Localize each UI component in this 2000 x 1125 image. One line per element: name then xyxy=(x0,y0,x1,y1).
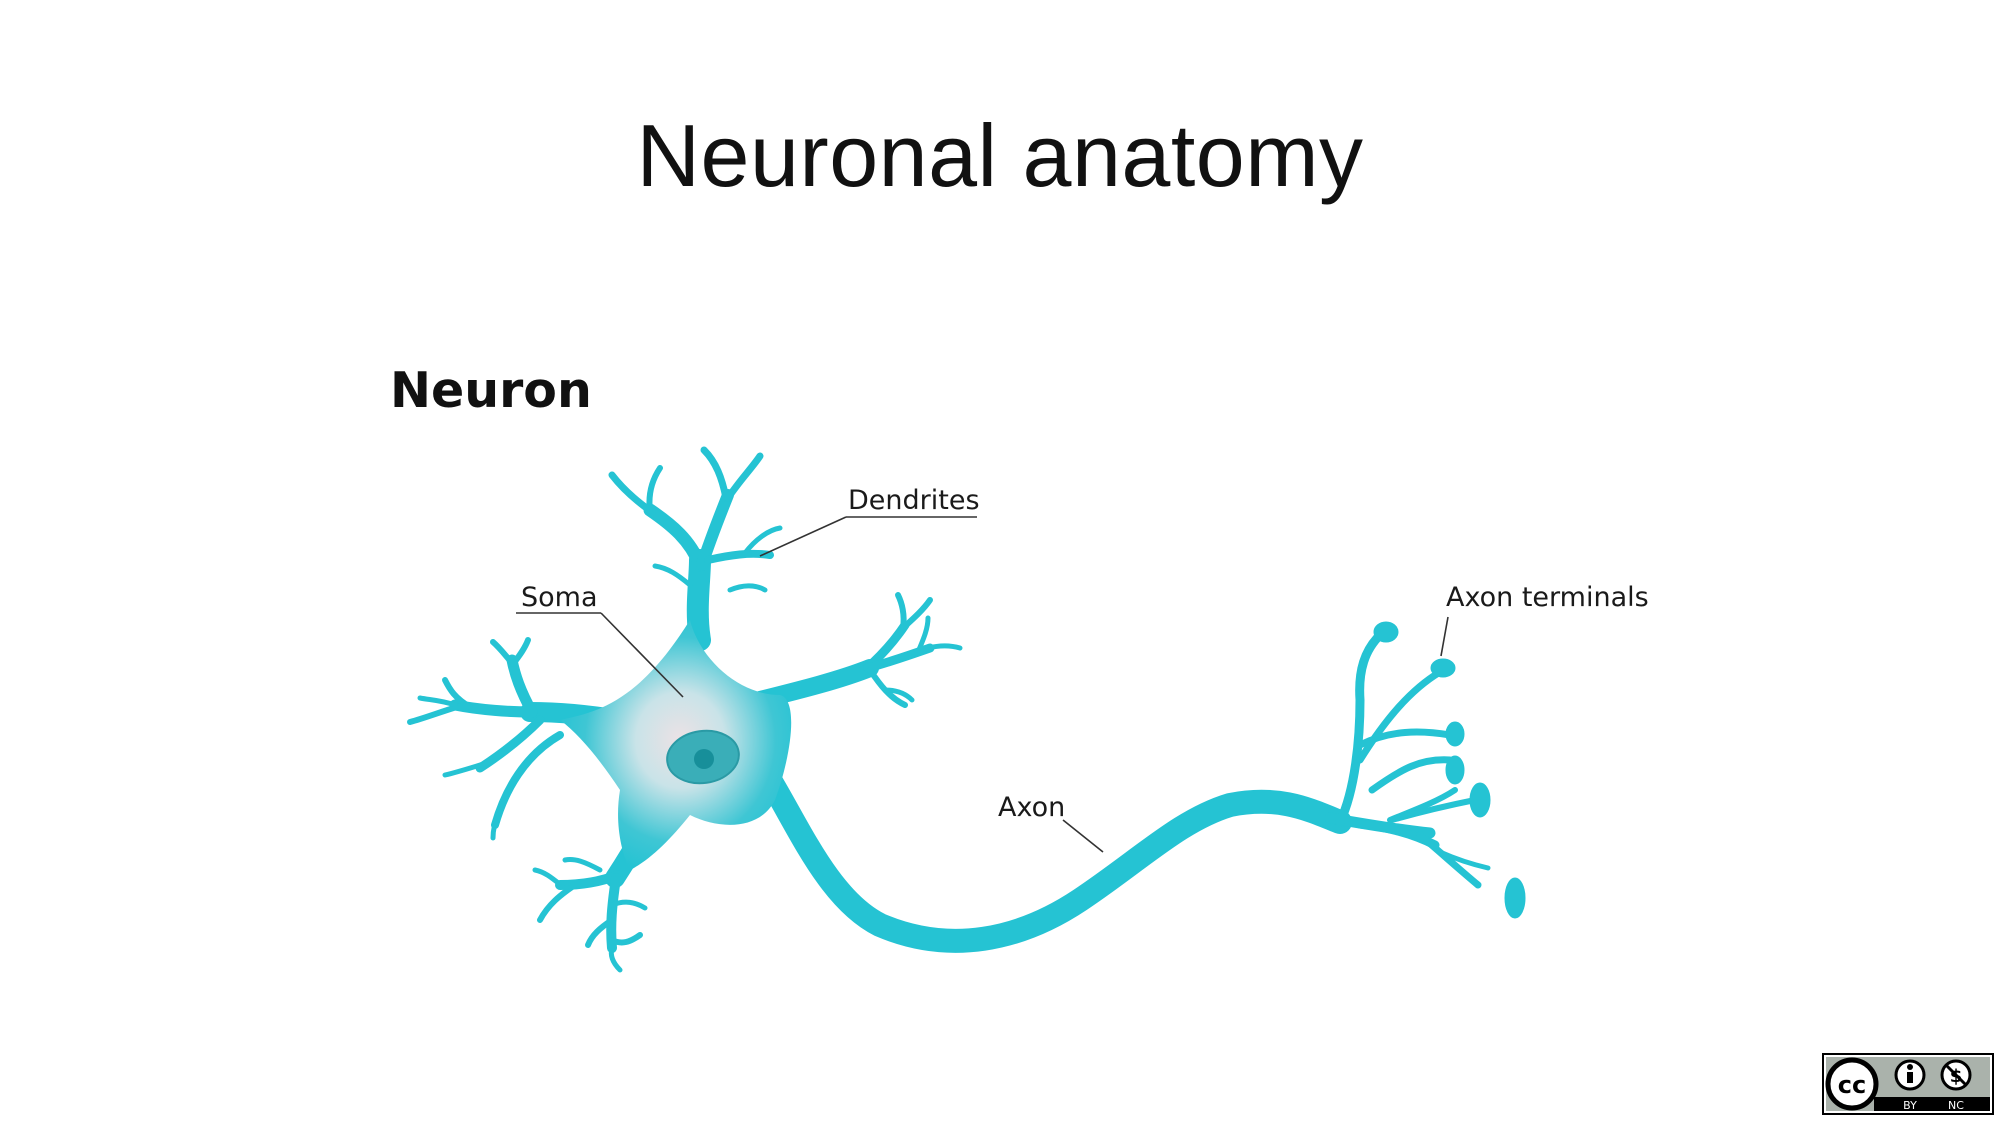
section-title: Neuron xyxy=(390,362,592,419)
axon-terminals xyxy=(1335,621,1526,919)
cc-by-nc-badge: cc $ BY NC xyxy=(1822,1053,1994,1115)
slide-title: Neuronal anatomy xyxy=(636,106,1364,205)
label-axon-terminals: Axon terminals xyxy=(1446,582,1649,613)
label-dendrites: Dendrites xyxy=(848,485,980,516)
leader-lines xyxy=(516,516,1449,853)
badge-nc-text: NC xyxy=(1948,1099,1964,1112)
label-soma: Soma xyxy=(521,582,598,613)
noncommercial-icon: $ xyxy=(1940,1059,1972,1091)
badge-by-text: BY xyxy=(1903,1099,1917,1112)
soma xyxy=(560,620,792,870)
axon xyxy=(758,768,1440,953)
label-axon: Axon xyxy=(998,792,1065,823)
attribution-icon xyxy=(1894,1059,1926,1091)
cc-icon: cc xyxy=(1825,1057,1879,1111)
svg-text:cc: cc xyxy=(1838,1071,1866,1099)
nucleolus xyxy=(694,749,714,769)
